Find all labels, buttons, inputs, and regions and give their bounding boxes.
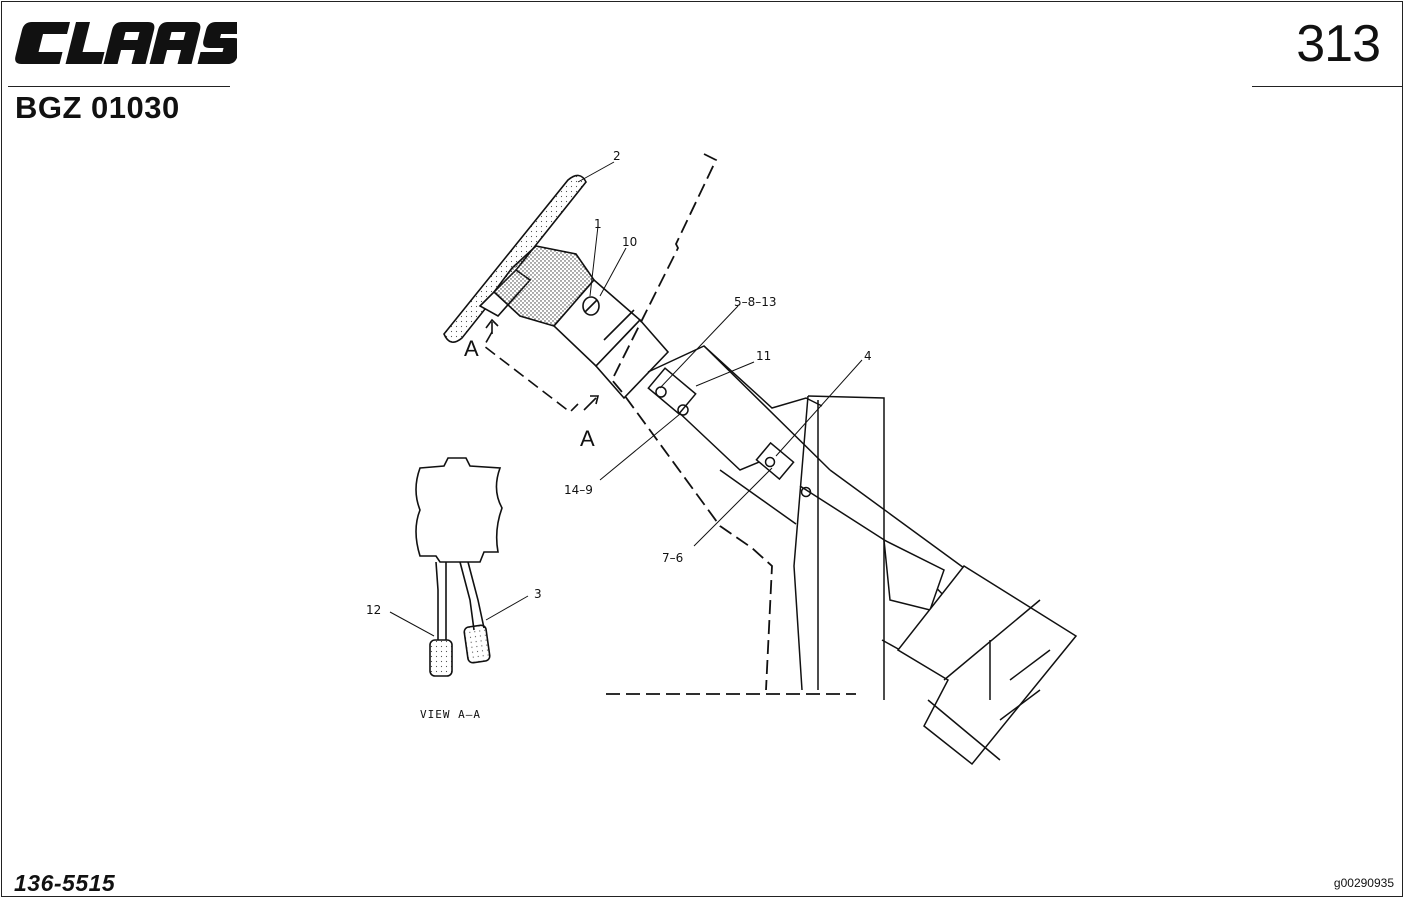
callout-11: 11	[756, 349, 771, 363]
cable-right	[459, 561, 475, 631]
section-letter-lower: A	[580, 426, 595, 451]
section-letter-upper: A	[464, 336, 479, 361]
section-line	[482, 318, 600, 414]
part-number: 136-5515	[14, 870, 116, 896]
steering-unit	[896, 565, 1078, 766]
cable-left	[435, 561, 439, 640]
connector-housing	[415, 457, 503, 563]
dashboard-outline	[606, 153, 856, 695]
callout-7-6: 7–6	[662, 551, 683, 565]
callout-14-9: 14–9	[564, 483, 593, 497]
image-id: g00290935	[1333, 876, 1394, 890]
callout-12: 12	[366, 603, 381, 617]
column-head	[492, 245, 596, 327]
steering-shaft	[647, 345, 1078, 766]
document-code: BGZ 01030	[15, 90, 180, 125]
column-lower	[594, 318, 670, 400]
callout-2: 2	[613, 149, 621, 163]
view-label: VIEW A–A	[420, 708, 481, 721]
callout-4: 4	[864, 349, 872, 363]
view-a-a-sketch	[415, 457, 503, 677]
callout-5-8-13: 5–8–13	[734, 295, 777, 309]
header-rule-right	[1252, 86, 1402, 87]
steering-wheel-rim	[443, 174, 587, 343]
leader-lines	[389, 161, 863, 637]
callout-10: 10	[622, 235, 637, 249]
bracket-upper	[647, 367, 697, 415]
header-rule-left	[8, 86, 230, 87]
bolt-middle-1	[764, 456, 776, 468]
callout-1: 1	[594, 217, 602, 231]
claas-logo	[12, 14, 247, 72]
steering-wheel-assembly	[443, 174, 670, 400]
support-post	[807, 395, 885, 700]
callout-3: 3	[534, 587, 542, 601]
page-number: 313	[1296, 15, 1381, 73]
bolt-upper-2	[677, 404, 689, 416]
claas-logo-graphic	[15, 22, 247, 64]
plug-left-icon	[429, 639, 453, 677]
ignition-switch-icon	[582, 296, 600, 316]
plug-right-icon	[463, 624, 491, 664]
